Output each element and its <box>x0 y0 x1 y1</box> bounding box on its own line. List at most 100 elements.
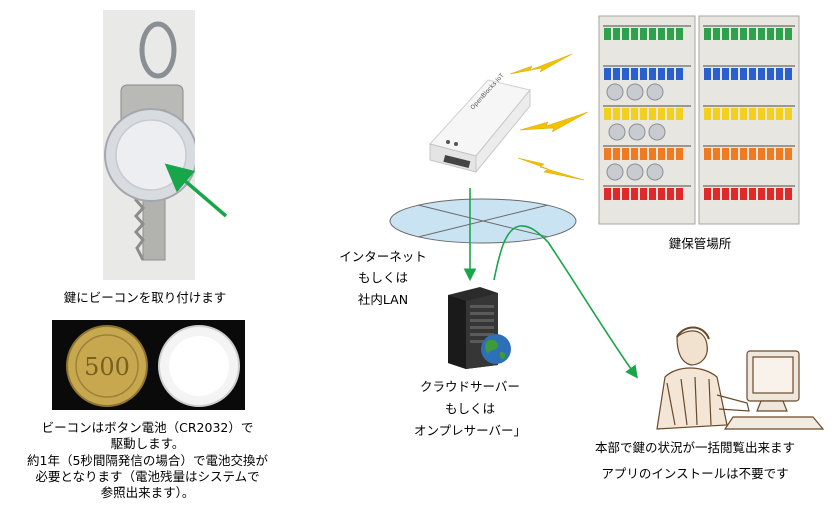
hq-caption: 本部で鍵の状況が一括閲覧出来ます <box>594 440 795 455</box>
coin-beacon-drawing: 500 <box>66 325 240 407</box>
key-tag <box>667 108 674 120</box>
key-tag <box>731 148 738 160</box>
key-tag <box>749 28 756 40</box>
key-tag <box>676 188 683 200</box>
key-tag <box>622 188 629 200</box>
key-tag <box>631 148 638 160</box>
network-line-3: 社内LAN <box>357 291 409 307</box>
battery-caption: ビーコンはボタン電池（CR2032）で 駆動します。 約1年（5秒間隔発信の場合… <box>0 420 295 501</box>
key-tag <box>604 188 611 200</box>
key-beacon-drawing <box>104 21 198 261</box>
key-tag <box>722 28 729 40</box>
key-ring <box>139 21 177 79</box>
key-tag <box>667 148 674 160</box>
key-tag <box>722 108 729 120</box>
key-tag <box>640 28 647 40</box>
key-tag <box>658 28 665 40</box>
key-tag <box>767 188 774 200</box>
key-tag <box>758 188 765 200</box>
key-tag <box>704 188 711 200</box>
battery-line-2: 駆動します。 <box>110 436 185 452</box>
coin-beacon-photo: 500 <box>52 320 245 410</box>
key-tag <box>613 188 620 200</box>
key-tag <box>740 108 747 120</box>
key-tag <box>713 148 720 160</box>
key-tag <box>713 28 720 40</box>
hanging-beacon <box>648 123 666 141</box>
hanging-beacon <box>646 83 664 101</box>
key-tag <box>767 28 774 40</box>
hanging-beacon <box>626 83 644 101</box>
key-tag <box>785 108 792 120</box>
battery-line-5: 参照出来ます）。 <box>100 485 195 500</box>
key-tag <box>749 68 756 80</box>
key-tag <box>658 108 665 120</box>
coin-label: 500 <box>84 353 130 381</box>
key-tag <box>776 28 783 40</box>
key-tag <box>613 108 620 120</box>
key-tag <box>604 68 611 80</box>
key-tag <box>776 68 783 80</box>
key-tag <box>631 188 638 200</box>
key-tag <box>713 108 720 120</box>
hanging-beacon <box>606 83 624 101</box>
key-tag <box>676 108 683 120</box>
key-tag <box>704 68 711 80</box>
server-line-2: もしくは <box>444 400 495 416</box>
key-tag <box>731 108 738 120</box>
key-tag <box>758 148 765 160</box>
storage-caption: 鍵保管場所 <box>668 236 732 251</box>
network-line-2: もしくは <box>357 270 408 286</box>
key-tag <box>722 68 729 80</box>
hanging-beacon <box>628 123 646 141</box>
key-tag <box>713 68 720 80</box>
key-tag <box>785 68 792 80</box>
key-tag <box>658 188 665 200</box>
key-tag <box>622 68 629 80</box>
key-tag <box>640 188 647 200</box>
key-tag <box>704 108 711 120</box>
key-tag <box>767 68 774 80</box>
hanging-beacon <box>608 123 626 141</box>
key-tag <box>767 108 774 120</box>
key-tag <box>649 28 656 40</box>
key-tag <box>604 108 611 120</box>
key-tag <box>785 148 792 160</box>
key-tag <box>649 68 656 80</box>
network-caption: インターネット もしくは 社内LAN <box>338 246 428 310</box>
server-icon <box>444 285 514 370</box>
key-tag <box>776 148 783 160</box>
key-tag <box>640 68 647 80</box>
key-tag <box>613 28 620 40</box>
battery-line-3: 約1年（5秒間隔発信の場合）で電池交換が <box>27 452 268 468</box>
key-tag <box>749 188 756 200</box>
key-tag <box>676 148 683 160</box>
key-tag <box>740 148 747 160</box>
key-tag <box>667 68 674 80</box>
key-tag <box>722 188 729 200</box>
key-tag <box>613 148 620 160</box>
key-tag <box>676 28 683 40</box>
key-tag <box>658 148 665 160</box>
key-tag <box>758 28 765 40</box>
network-line-1: インターネット <box>339 249 427 264</box>
key-tag <box>631 28 638 40</box>
key-tag <box>667 188 674 200</box>
hanging-beacon <box>626 163 644 181</box>
battery-line-1: ビーコンはボタン電池（CR2032）で <box>41 420 254 435</box>
key-tag <box>722 148 729 160</box>
key-tag <box>640 148 647 160</box>
key-tag <box>776 188 783 200</box>
hanging-beacon <box>606 163 624 181</box>
key-tag <box>649 148 656 160</box>
key-tag <box>667 28 674 40</box>
key-tag <box>613 68 620 80</box>
key-tag <box>604 148 611 160</box>
key-cabinet-photo <box>593 14 803 226</box>
network-cloud-icon <box>389 198 577 244</box>
person-at-computer-icon <box>637 325 827 450</box>
network-to-hq-arrow <box>547 241 638 379</box>
no-install-caption: アプリのインストールは不要です <box>601 466 789 481</box>
key-tag <box>758 108 765 120</box>
attach-caption: 鍵にビーコンを取り付けます <box>63 290 227 305</box>
